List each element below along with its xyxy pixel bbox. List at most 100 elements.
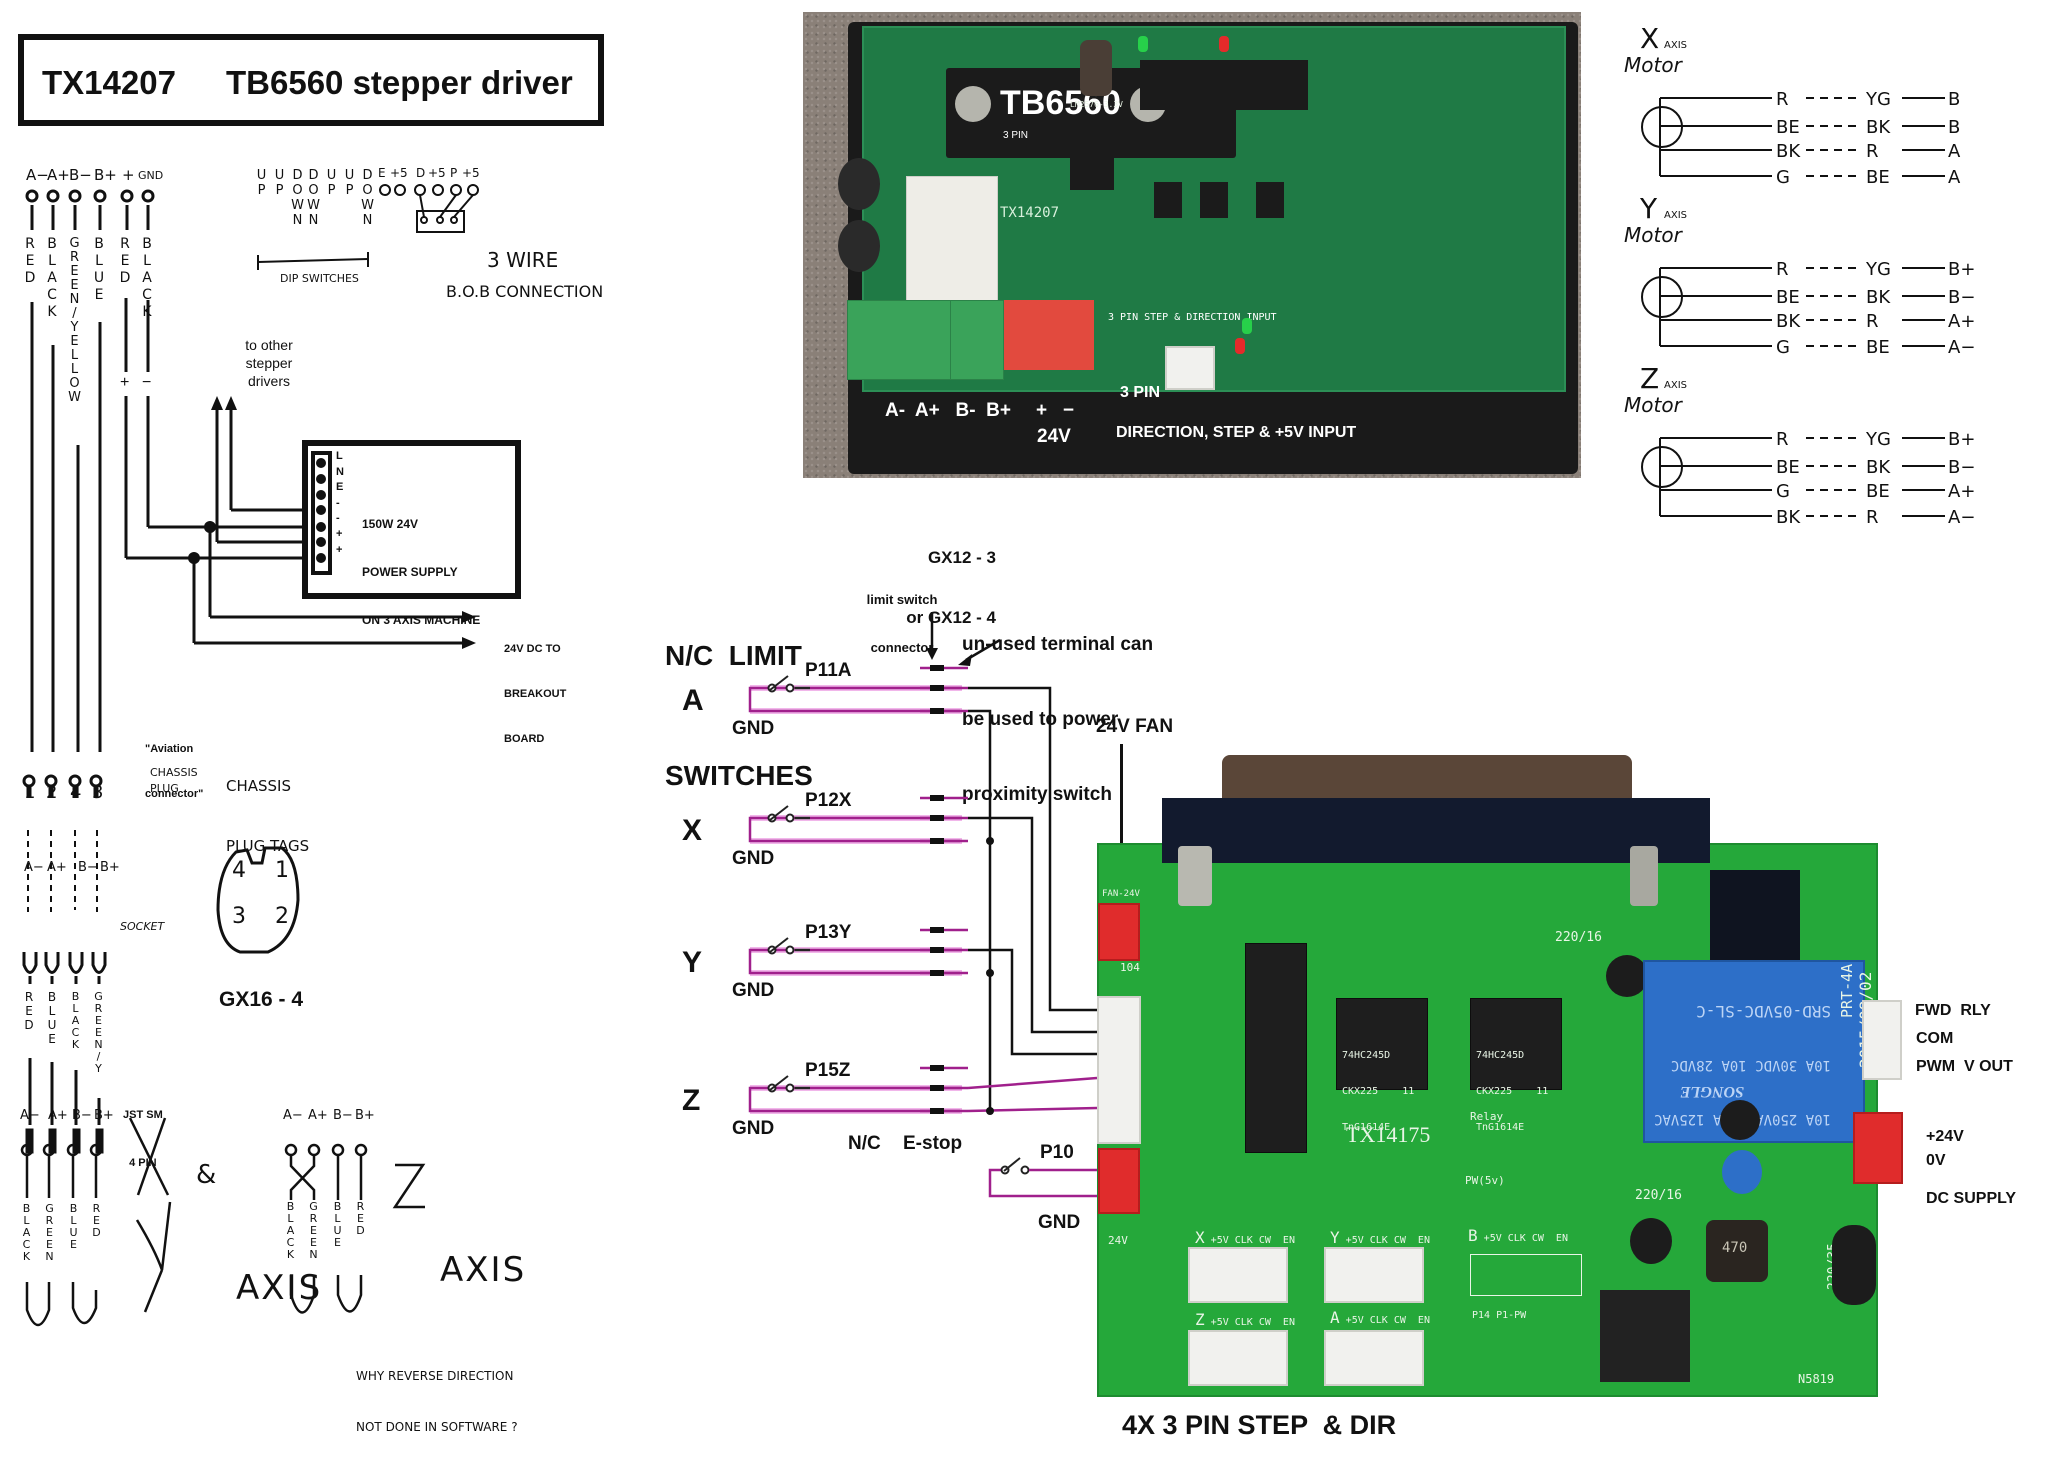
driver-terminal-code: A− [1948, 507, 1975, 528]
xy-axis-word: AXIS [236, 1268, 323, 1308]
switch-contact [785, 945, 795, 955]
cable-wire-code: YG [1865, 429, 1891, 450]
socket-pin-b-plus: B+ [100, 860, 120, 875]
term-pin-plus: + [122, 166, 135, 184]
psu-term-l: L [336, 450, 343, 462]
connector-arrowhead [926, 648, 938, 660]
chassis-tags-title: CHASSIS PLUG TAGS [226, 736, 309, 876]
inductor-label: 470 [1722, 1240, 1748, 1256]
buffer-2-line1: 74HC245D [1476, 1050, 1525, 1061]
cable-wire-code: YG [1865, 89, 1891, 110]
step-header-x[interactable] [1188, 1247, 1288, 1303]
three-pin-label: 3 PIN [1120, 384, 1161, 401]
step-header-y[interactable] [1324, 1247, 1424, 1303]
step-header-a[interactable] [1324, 1330, 1424, 1386]
optocoupler-1 [1154, 182, 1182, 218]
relay-model: SRD-05VDC-SL-C [1696, 1002, 1832, 1021]
dip-1: UP [254, 168, 269, 198]
switch-arm [769, 937, 789, 953]
unused-line2: be used to power [962, 709, 1119, 730]
connector-pin [930, 815, 944, 821]
relay-output-header[interactable] [1862, 1000, 1902, 1080]
cable-wire-code: BK [1866, 287, 1891, 308]
cap-label-1b: 220/16 [1635, 1188, 1682, 1203]
connector-pin [930, 665, 944, 671]
cap-label-1: 220/16 [1555, 930, 1602, 945]
socket-pin-a-minus: A− [24, 860, 44, 875]
xy-pin-b-plus: B+ [94, 1108, 114, 1123]
tb6560-dip-switch-bank[interactable] [1004, 300, 1094, 370]
aviation-title: "Aviation connector" [145, 712, 203, 817]
aviation-title-line2: connector" [145, 788, 204, 800]
led-red-bottom [1235, 338, 1245, 354]
supply-minus-mark: − [142, 374, 152, 391]
motor-wire-code: BE [1776, 457, 1800, 478]
led-24v-silk: 24V [1108, 1234, 1128, 1247]
connector-line3: limit switch [866, 592, 938, 607]
socket-pin-a-plus: A+ [47, 860, 67, 875]
switch-contact [785, 813, 795, 823]
motor-wire-code: R [1776, 429, 1789, 450]
step-dir-silk: 3 PIN STEP & DIRECTION INPUT [1108, 312, 1277, 323]
estop-header[interactable] [1098, 1148, 1140, 1214]
axis-motor-wiring-lines [20, 1117, 426, 1327]
xy-pin-b-minus: B− [72, 1108, 92, 1123]
driver-terminal-code: A− [1948, 337, 1975, 358]
header-x-axis: X [1195, 1228, 1205, 1247]
switch-arm [769, 675, 789, 691]
psu-label: 150W 24V POWER SUPPLY ON 3 AXIS MACHINE [362, 484, 480, 644]
connector-pin [930, 1108, 944, 1114]
xy-pin-a-minus: A− [20, 1108, 40, 1123]
gnd-wire [748, 686, 960, 713]
dip-4: DOWN [306, 168, 321, 228]
limit-pin-p11a: P11A [805, 660, 852, 681]
step-header-z[interactable] [1188, 1330, 1288, 1386]
bottom-caption: 4X 3 PIN STEP & DIR [1122, 1410, 1397, 1440]
motor-wire-code: BK [1776, 311, 1801, 332]
buffer-1-line2: CKX225 11 [1342, 1086, 1415, 1097]
gnd-wire [748, 1086, 960, 1113]
db25-connector-body [1162, 798, 1710, 863]
breakout-output-label: 24V DC TO BREAKOUT BOARD [504, 612, 566, 762]
plug-num-1: 1 [24, 782, 36, 803]
cable-wire-code: BE [1866, 337, 1890, 358]
title-box [18, 34, 604, 126]
estop-nc-label: N/C [848, 1133, 881, 1154]
motor-wire-code: BE [1776, 117, 1800, 138]
psu-term-e: E [336, 481, 344, 494]
diode-silk: N5819 [1798, 1372, 1835, 1386]
driver-terminal-code: B [1948, 89, 1960, 110]
supply-voltage-label: 24V [1037, 426, 1071, 447]
dc-supply-header[interactable] [1853, 1112, 1903, 1184]
connector-line2: or GX12 - 4 [906, 608, 996, 627]
supply-terminal-labels: + − [1036, 400, 1075, 421]
supply-terminal-block[interactable] [950, 300, 1004, 380]
psu-term-plus-2: + [336, 543, 343, 556]
motor-axis-word: AXIS [1664, 40, 1687, 51]
gnd-junction [986, 837, 994, 845]
z-wire-black: BLACK [284, 1200, 297, 1260]
xy-wire-green: GREEN [43, 1202, 56, 1262]
route-z [967, 1076, 1098, 1090]
tb6560-3pin-header[interactable] [1165, 346, 1215, 390]
limit-switch-header[interactable] [1097, 996, 1141, 1144]
socket-wire-green: GREEN/Y [92, 990, 105, 1074]
driver-terminal-code: A+ [1948, 311, 1975, 332]
estop-label: E-stop [903, 1133, 963, 1154]
xy-ampersand: & [196, 1160, 217, 1190]
xy-wire-black: BLACK [20, 1202, 33, 1262]
wire-label-blue: BLUE [91, 236, 107, 304]
unused-terminal-note: un-used terminal can be used to power pr… [962, 582, 1153, 832]
header-b-axis: B [1468, 1226, 1478, 1245]
db25-mount-right [1630, 846, 1658, 906]
cable-wire-code: R [1866, 507, 1879, 528]
jst-line1: JST SM [123, 1109, 163, 1121]
connector-line1: GX12 - 3 [927, 548, 996, 567]
fan-header[interactable] [1098, 903, 1140, 961]
connector-line4: connector [870, 640, 934, 655]
header-a-axis: A [1330, 1308, 1340, 1327]
socket-label: SOCKET [120, 920, 165, 933]
